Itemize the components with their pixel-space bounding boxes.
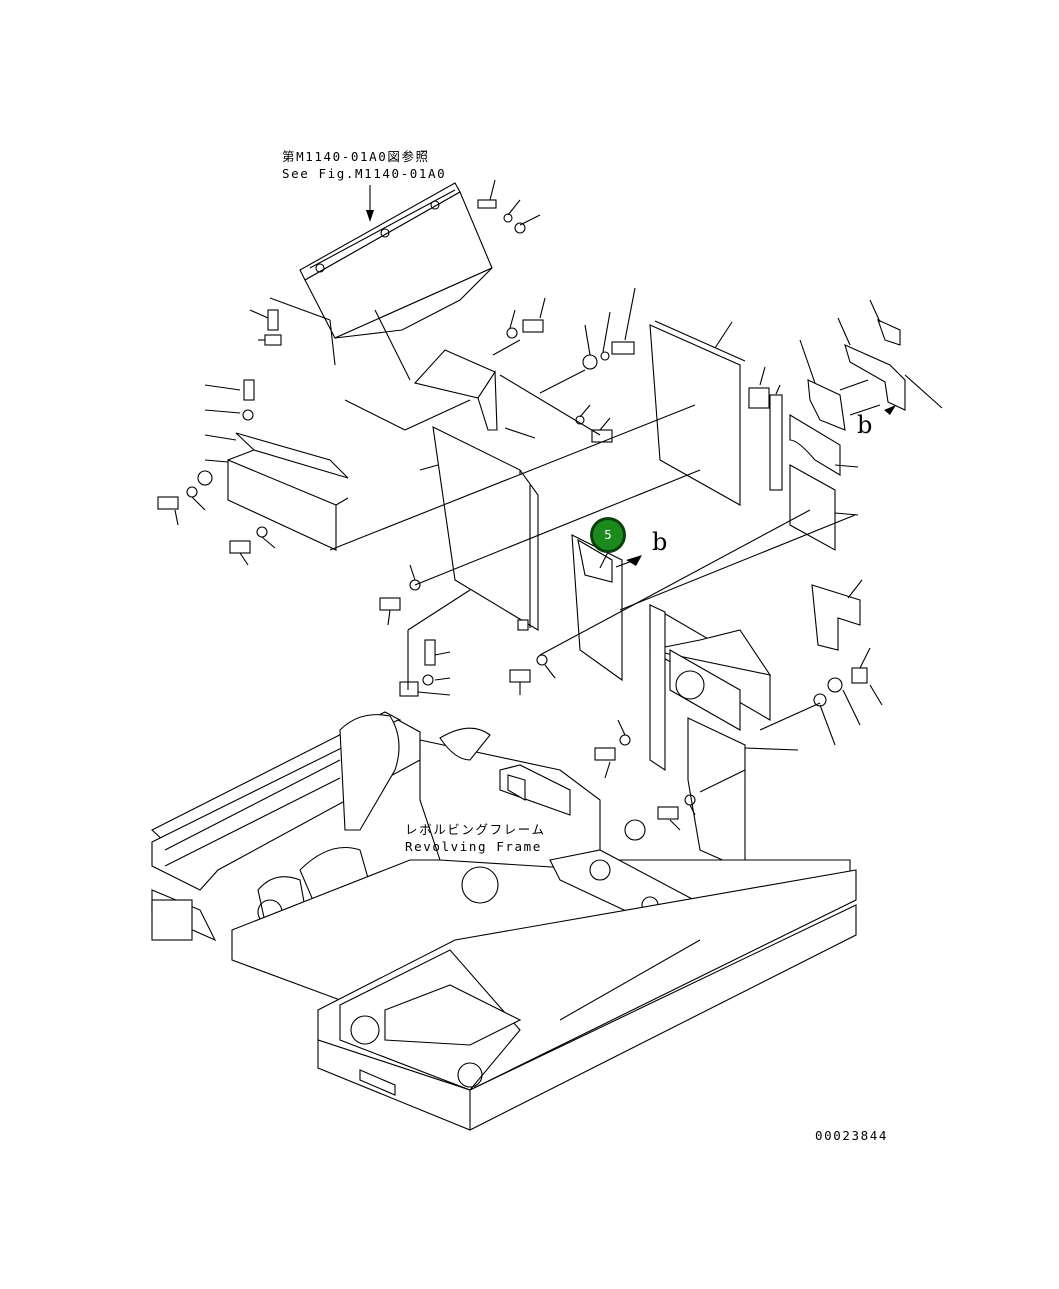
middle-bracket — [413, 349, 498, 431]
frame-label-jp: レボルビングフレーム — [405, 822, 546, 837]
view-marker-b-upper: b — [857, 411, 873, 439]
large-side-panel — [432, 426, 539, 631]
pad-rect — [789, 464, 836, 551]
pad-curved — [789, 414, 841, 476]
reference-note-jp: 第M1140-01A0図参照 — [282, 149, 430, 164]
insulation-pad-large — [649, 320, 746, 506]
reference-note-en: See Fig.M1140-01A0 — [282, 166, 447, 181]
bolt-set-right — [379, 564, 883, 831]
bolt-set-middle — [506, 287, 636, 443]
part-callout-number: 5 — [604, 528, 612, 542]
frame-label-en: Revolving Frame — [405, 839, 542, 854]
view-arrow-lower-shaft — [615, 557, 641, 568]
bolt-set-left — [157, 309, 282, 566]
shield-plate — [571, 534, 623, 682]
view-marker-b-lower: b — [652, 528, 668, 556]
bolt-set-top — [477, 179, 541, 234]
revolving-frame — [151, 711, 857, 1131]
pad-t-shape — [811, 584, 861, 651]
part-callout-5[interactable]: 5 — [590, 517, 626, 553]
view-arrow-upper — [884, 405, 896, 415]
left-support-channel — [227, 432, 349, 551]
leader-lines — [269, 297, 943, 793]
upper-right-bracket — [807, 318, 906, 431]
reference-arrow-head — [366, 210, 374, 222]
drawing-number: 00023844 — [815, 1128, 889, 1143]
pad-strip — [769, 394, 783, 491]
right-frame-bracket — [649, 604, 772, 871]
top-cover-plate — [299, 182, 493, 339]
pad-small-square — [748, 387, 770, 409]
